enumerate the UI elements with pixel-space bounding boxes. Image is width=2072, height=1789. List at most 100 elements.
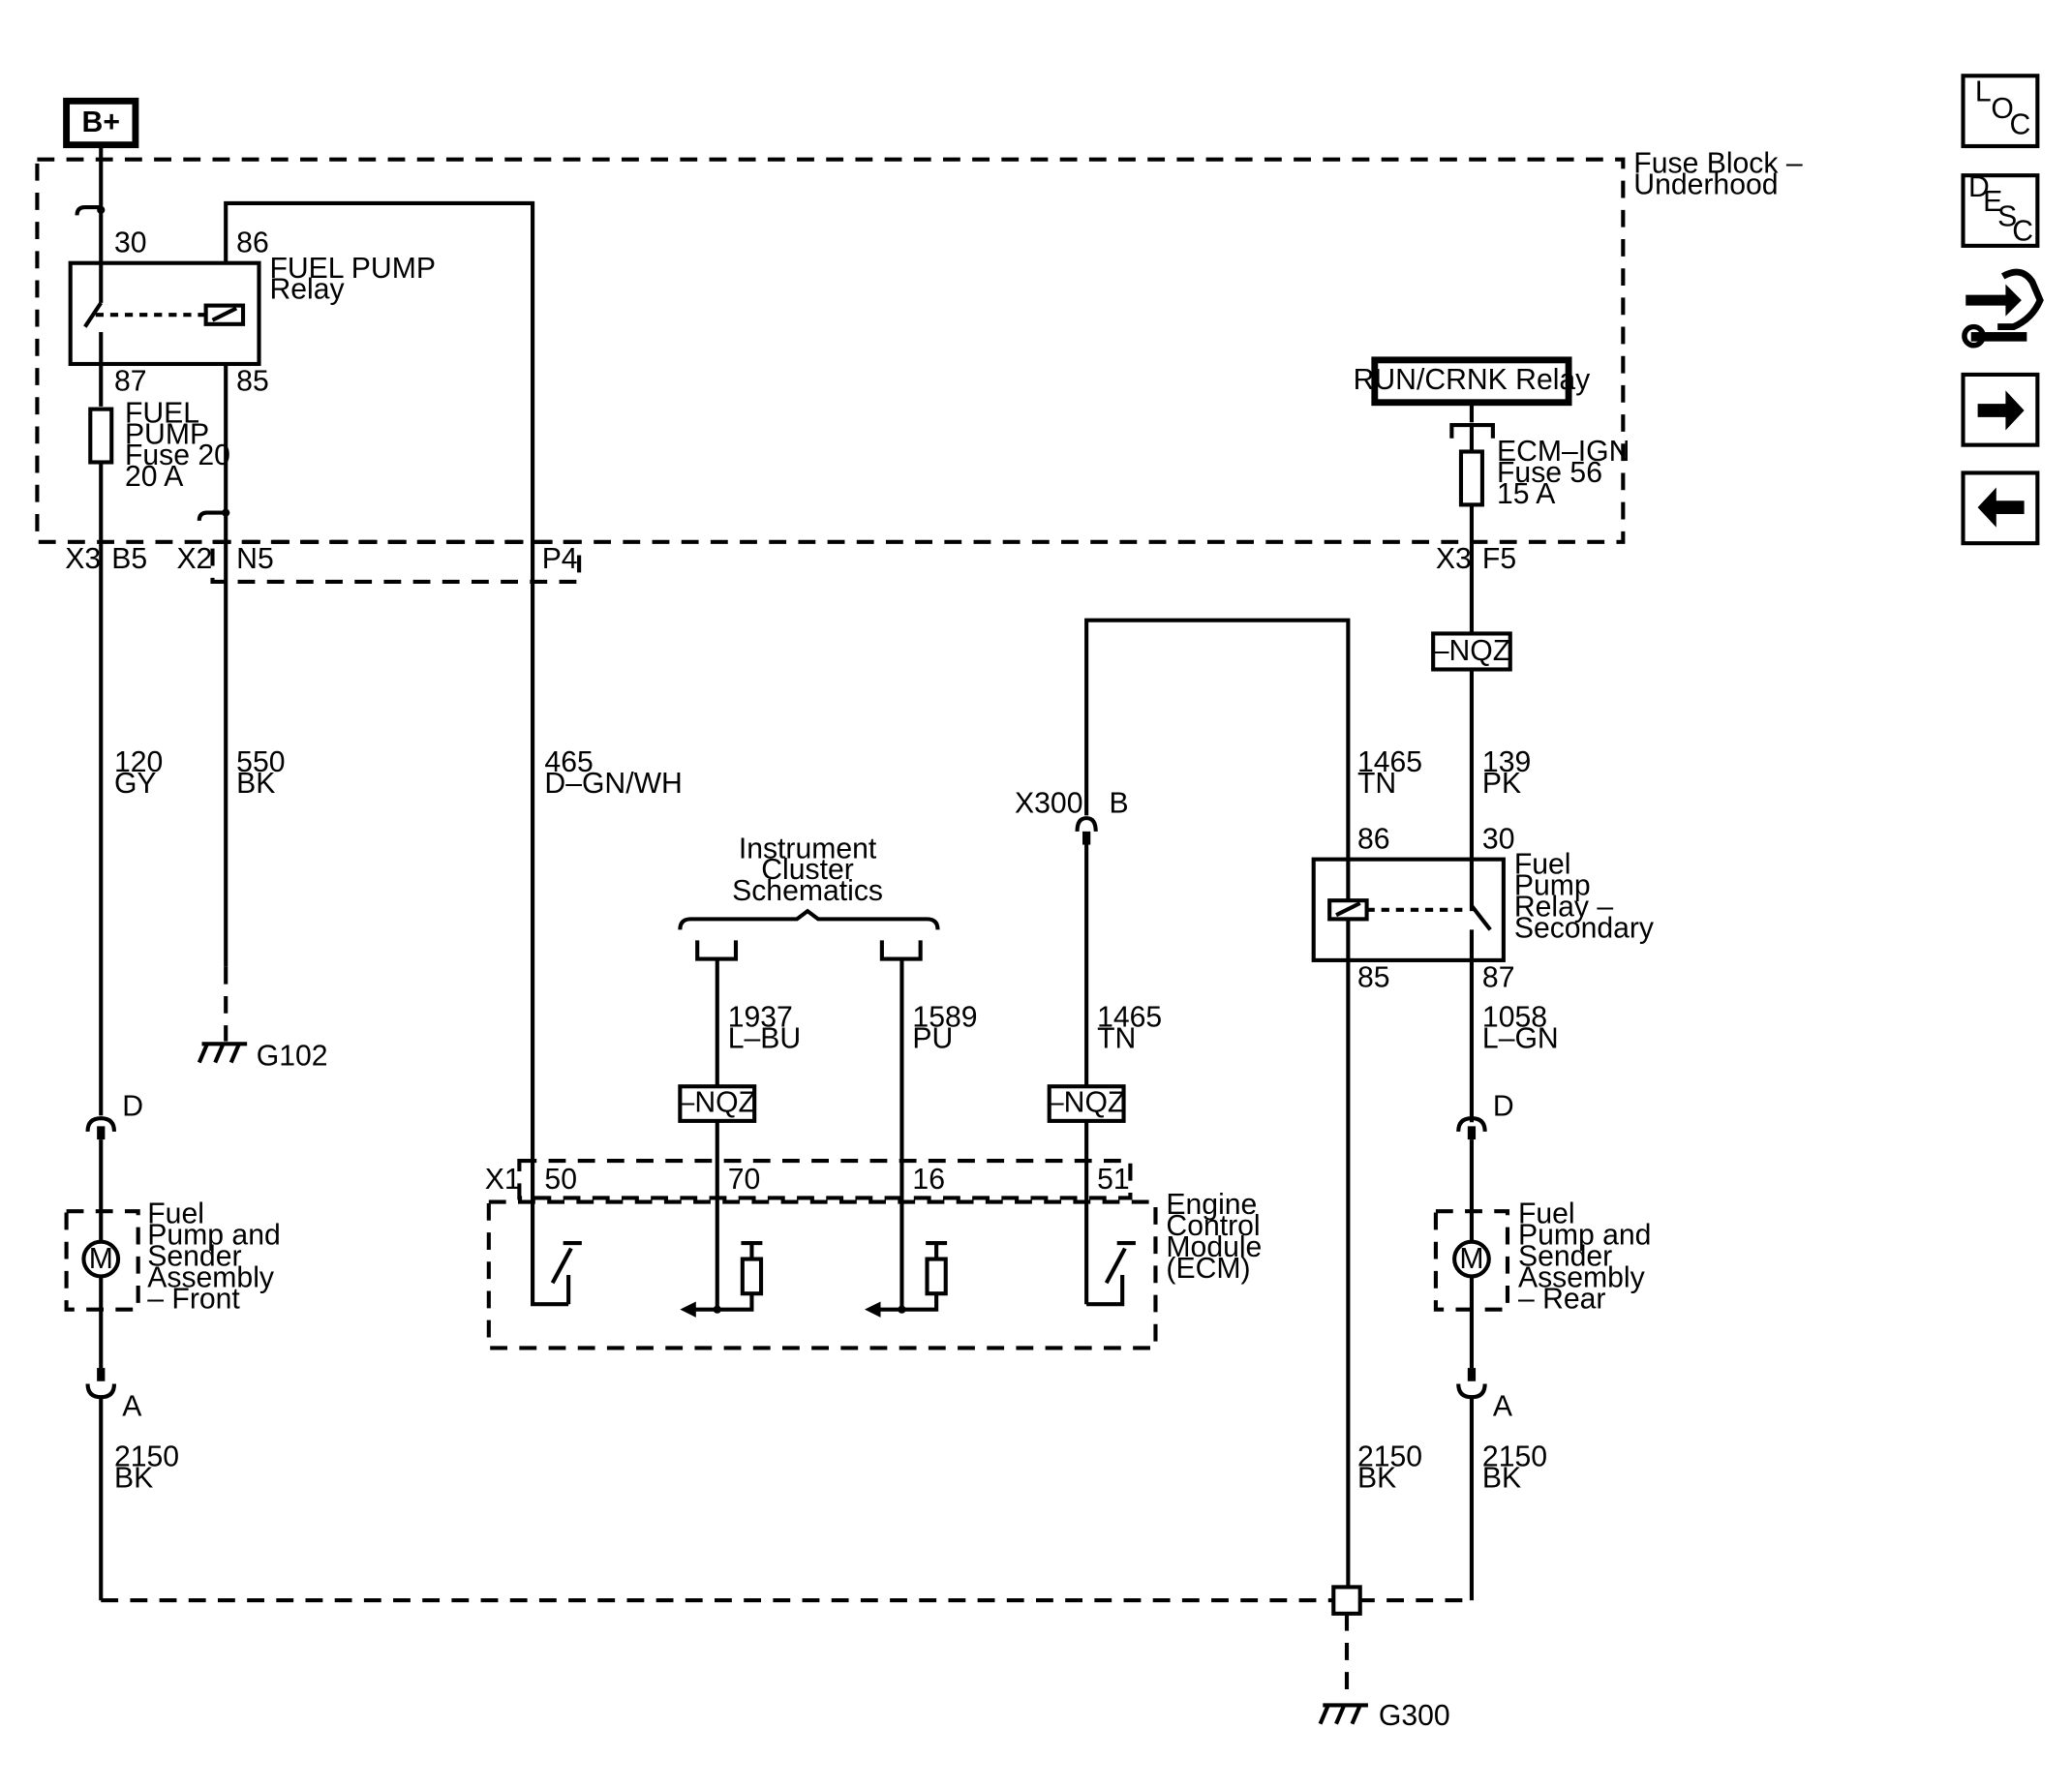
svg-text:S: S xyxy=(1997,200,2017,232)
svg-text:X2: X2 xyxy=(176,543,212,575)
fuse-block-boundary xyxy=(35,157,1626,544)
svg-text:BK: BK xyxy=(1482,1463,1521,1495)
svg-text:Module: Module xyxy=(1166,1231,1262,1263)
svg-text:P4: P4 xyxy=(542,543,578,575)
battery-box xyxy=(63,97,139,149)
svg-text:Pump and: Pump and xyxy=(147,1219,280,1251)
svg-text:Secondary: Secondary xyxy=(1514,913,1655,945)
svg-text:(ECM): (ECM) xyxy=(1166,1253,1250,1285)
svg-text:L–GN: L–GN xyxy=(1482,1022,1559,1054)
svg-text:RUN/CRNK Relay: RUN/CRNK Relay xyxy=(1354,364,1592,396)
svg-text:BK: BK xyxy=(114,1463,153,1495)
svg-text:C: C xyxy=(2012,215,2033,247)
switch-icon xyxy=(550,1241,582,1305)
svg-text:FUEL PUMP: FUEL PUMP xyxy=(269,253,435,285)
svg-text:85: 85 xyxy=(236,365,269,397)
svg-text:Fuse 56: Fuse 56 xyxy=(1497,457,1602,489)
svg-text:465: 465 xyxy=(544,746,593,778)
relay-coil-icon xyxy=(203,303,246,326)
svg-text:D–GN/WH: D–GN/WH xyxy=(544,768,682,800)
svg-text:Fuel: Fuel xyxy=(1514,849,1571,881)
svg-text:–NQZ: –NQZ xyxy=(1433,635,1510,667)
svg-text:1465: 1465 xyxy=(1097,1001,1162,1033)
svg-text:X3: X3 xyxy=(65,543,101,575)
svg-text:X1: X1 xyxy=(485,1164,521,1196)
svg-text:2150: 2150 xyxy=(114,1441,179,1473)
desc-icon: D xyxy=(1968,171,1990,203)
ground-g102: G102 xyxy=(257,1040,328,1072)
switch-icon xyxy=(1086,1241,1136,1307)
svg-text:–NQZ: –NQZ xyxy=(679,1086,756,1118)
svg-text:M: M xyxy=(89,1243,113,1275)
svg-text:ECM–IGN: ECM–IGN xyxy=(1497,436,1630,468)
svg-text:1937: 1937 xyxy=(728,1001,793,1033)
svg-text:16: 16 xyxy=(912,1164,945,1196)
svg-text:PU: PU xyxy=(912,1022,953,1054)
fuel-pump-relay: 30 86 87 85 FUEL PUMP Relay xyxy=(68,227,436,397)
svg-text:N5: N5 xyxy=(236,543,274,575)
svg-text:86: 86 xyxy=(1357,824,1390,856)
svg-text:TN: TN xyxy=(1357,768,1396,800)
connector-icon xyxy=(75,205,102,216)
svg-text:O: O xyxy=(1991,93,2013,125)
svg-text:B: B xyxy=(1109,788,1128,820)
desc-button[interactable]: D E S C xyxy=(1961,171,2040,248)
svg-text:Pump: Pump xyxy=(1514,870,1591,902)
svg-text:BK: BK xyxy=(1357,1463,1396,1495)
svg-text:120: 120 xyxy=(114,746,163,778)
svg-text:PK: PK xyxy=(1482,768,1521,800)
svg-text:2150: 2150 xyxy=(1482,1441,1547,1473)
svg-text:50: 50 xyxy=(544,1164,577,1196)
svg-text:139: 139 xyxy=(1482,746,1531,778)
svg-text:TN: TN xyxy=(1097,1022,1136,1054)
svg-text:Pump and: Pump and xyxy=(1518,1219,1651,1251)
svg-text:87: 87 xyxy=(1482,961,1515,993)
svg-text:X3: X3 xyxy=(1436,543,1472,575)
svg-text:1589: 1589 xyxy=(912,1001,977,1033)
svg-text:L–BU: L–BU xyxy=(728,1022,801,1054)
service-button[interactable] xyxy=(1962,268,2044,349)
svg-text:FUEL: FUEL xyxy=(125,397,199,429)
svg-text:30: 30 xyxy=(114,227,147,259)
splice-icon xyxy=(1331,1585,1362,1616)
svg-text:30: 30 xyxy=(1482,824,1515,856)
loc-button[interactable]: L O C xyxy=(1961,74,2040,149)
ecm-boundary xyxy=(486,1199,1158,1350)
svg-text:15 A: 15 A xyxy=(1497,478,1556,510)
battery-label: B+ xyxy=(82,106,120,138)
connector-icon xyxy=(1456,1383,1487,1400)
option-nqz xyxy=(678,1084,757,1123)
svg-text:–NQZ: –NQZ xyxy=(1048,1086,1125,1118)
svg-text:A: A xyxy=(1493,1390,1513,1422)
switch-icon xyxy=(83,301,103,328)
next-arrow-icon xyxy=(1977,390,2025,431)
svg-text:2150: 2150 xyxy=(1357,1441,1422,1473)
svg-text:GY: GY xyxy=(114,768,157,800)
svg-text:Sender: Sender xyxy=(1518,1240,1612,1272)
fuse-icon xyxy=(1458,449,1484,507)
fuse-block-title-2: Underhood xyxy=(1633,168,1778,200)
svg-text:F5: F5 xyxy=(1482,543,1516,575)
svg-text:BK: BK xyxy=(236,768,275,800)
resistor-icon xyxy=(865,1241,948,1318)
back-button[interactable] xyxy=(1961,470,2040,546)
svg-text:51: 51 xyxy=(1097,1164,1130,1196)
connector-icon xyxy=(695,940,739,961)
connector-icon xyxy=(1075,816,1098,832)
service-icon xyxy=(1962,268,2044,349)
svg-text:Schematics: Schematics xyxy=(732,875,883,907)
svg-text:X300: X300 xyxy=(1015,788,1082,820)
svg-text:Relay –: Relay – xyxy=(1514,892,1613,924)
svg-text:1465: 1465 xyxy=(1357,746,1422,778)
svg-text:85: 85 xyxy=(1357,961,1390,993)
svg-text:C: C xyxy=(2010,109,2031,141)
svg-text:D: D xyxy=(122,1090,143,1122)
resistor-icon xyxy=(680,1241,764,1318)
next-button[interactable] xyxy=(1961,372,2040,447)
svg-text:PUMP: PUMP xyxy=(125,418,209,450)
svg-text:B5: B5 xyxy=(111,543,147,575)
connector-x1-boundary xyxy=(517,1158,1133,1200)
option-nqz xyxy=(1047,1084,1126,1123)
svg-text:70: 70 xyxy=(728,1164,761,1196)
